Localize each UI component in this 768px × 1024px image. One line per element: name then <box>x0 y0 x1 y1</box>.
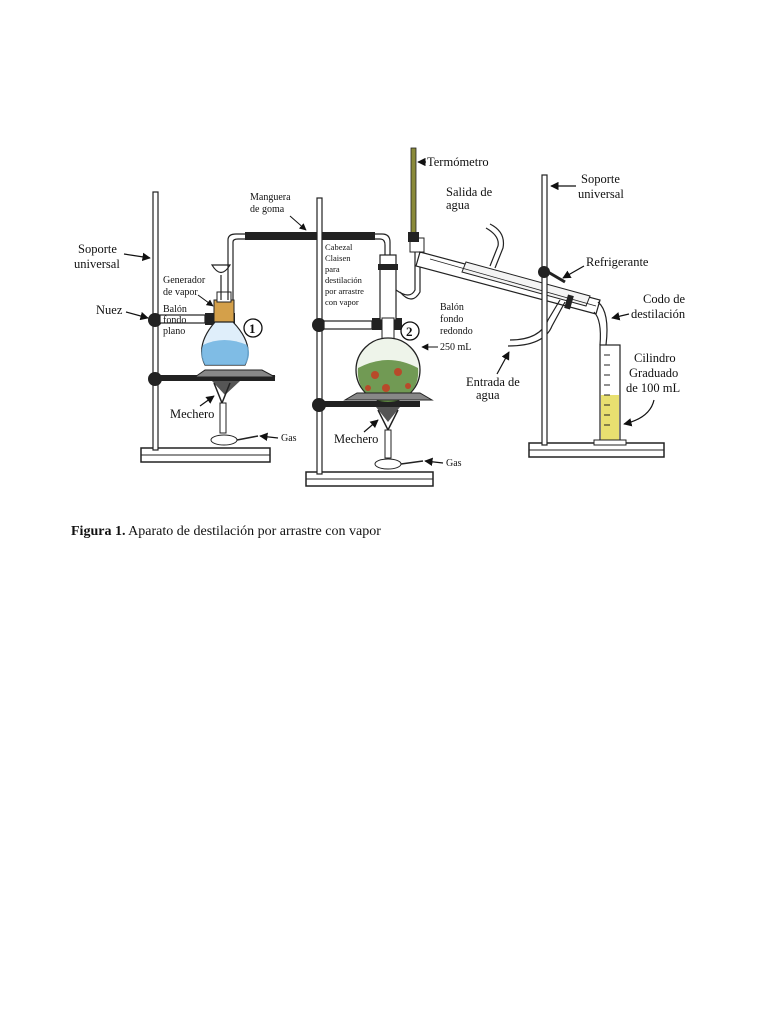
flask-1-marker <box>243 318 263 338</box>
arrow-gas-2 <box>424 457 444 467</box>
flask-2-number: 2 <box>406 324 413 339</box>
rubber-hose <box>245 232 375 240</box>
arrow-mechero-1 <box>199 395 215 407</box>
caption-text: Aparato de destilación por arrastre con … <box>125 524 381 539</box>
distillation-apparatus-figure: Soporte universal Nuez Generador de vapo… <box>74 147 688 487</box>
safety-funnel <box>210 264 232 300</box>
arrow-manguera <box>289 215 307 231</box>
arrow-cilindro <box>623 399 655 427</box>
wire-gauze-middle <box>343 392 434 422</box>
arrow-codo <box>611 312 630 321</box>
steam-tube-to-flask2 <box>375 233 391 255</box>
flat-bottom-flask-1 <box>201 291 250 366</box>
arrow-soporte-left <box>123 252 151 262</box>
round-bottom-flask-2 <box>355 317 421 403</box>
label-balon-fondo-plano: Balón fondo plano <box>163 304 189 337</box>
label-balon-fondo-redondo: Balón fondo redondo 250 mL <box>440 302 475 353</box>
arrow-refrigerante <box>562 265 585 279</box>
distillation-elbow <box>593 301 608 346</box>
graduated-cylinder <box>593 344 627 446</box>
label-codo-de-destilacion: Codo de destilación <box>631 292 688 321</box>
water-fill <box>201 340 250 365</box>
label-salida-de-agua: Salida de agua <box>446 185 495 212</box>
burner-middle <box>374 409 424 470</box>
plant-material <box>357 360 419 402</box>
steam-tube <box>227 233 245 300</box>
arrow-nuez <box>125 311 149 321</box>
figure-caption: Figura 1. Aparato de destilación por arr… <box>71 524 381 540</box>
arrow-entrada-agua <box>496 351 510 375</box>
label-gas-1: Gas <box>281 433 297 444</box>
label-gas-2: Gas <box>446 458 462 469</box>
flask-2-marker <box>400 321 420 341</box>
label-termometro: Termómetro <box>427 155 489 169</box>
arrow-gas-1 <box>259 432 279 442</box>
wire-gauze-left <box>193 369 276 395</box>
label-refrigerante: Refrigerante <box>586 255 649 269</box>
label-mechero-1: Mechero <box>170 407 214 421</box>
caption-label: Figura 1. <box>71 524 126 539</box>
label-soporte-universal-right: Soporte universal <box>578 172 624 201</box>
burner-left <box>210 382 259 446</box>
label-soporte-universal-left: Soporte universal <box>74 242 120 271</box>
label-entrada-de-agua: Entrada de agua <box>466 375 523 402</box>
support-stand-middle <box>305 197 434 487</box>
label-manguera-de-goma: Manguera de goma <box>250 192 293 215</box>
label-nuez: Nuez <box>96 303 123 317</box>
thermometer <box>408 147 419 242</box>
clamp-nut-left-lower <box>148 372 275 386</box>
label-cabezal-claisen: Cabezal Claisen para destilación por arr… <box>325 242 366 307</box>
label-mechero-2: Mechero <box>334 432 378 446</box>
flask-1-number: 1 <box>249 321 256 336</box>
clamp-nut-middle-lower <box>312 398 420 412</box>
arrow-generador <box>197 294 214 307</box>
arrow-mechero-2 <box>363 419 379 433</box>
distillate-fill <box>601 395 619 442</box>
label-generador-de-vapor: Generador de vapor <box>163 275 208 298</box>
label-cilindro-graduado: Cilindro Graduado de 100 mL <box>626 351 681 395</box>
